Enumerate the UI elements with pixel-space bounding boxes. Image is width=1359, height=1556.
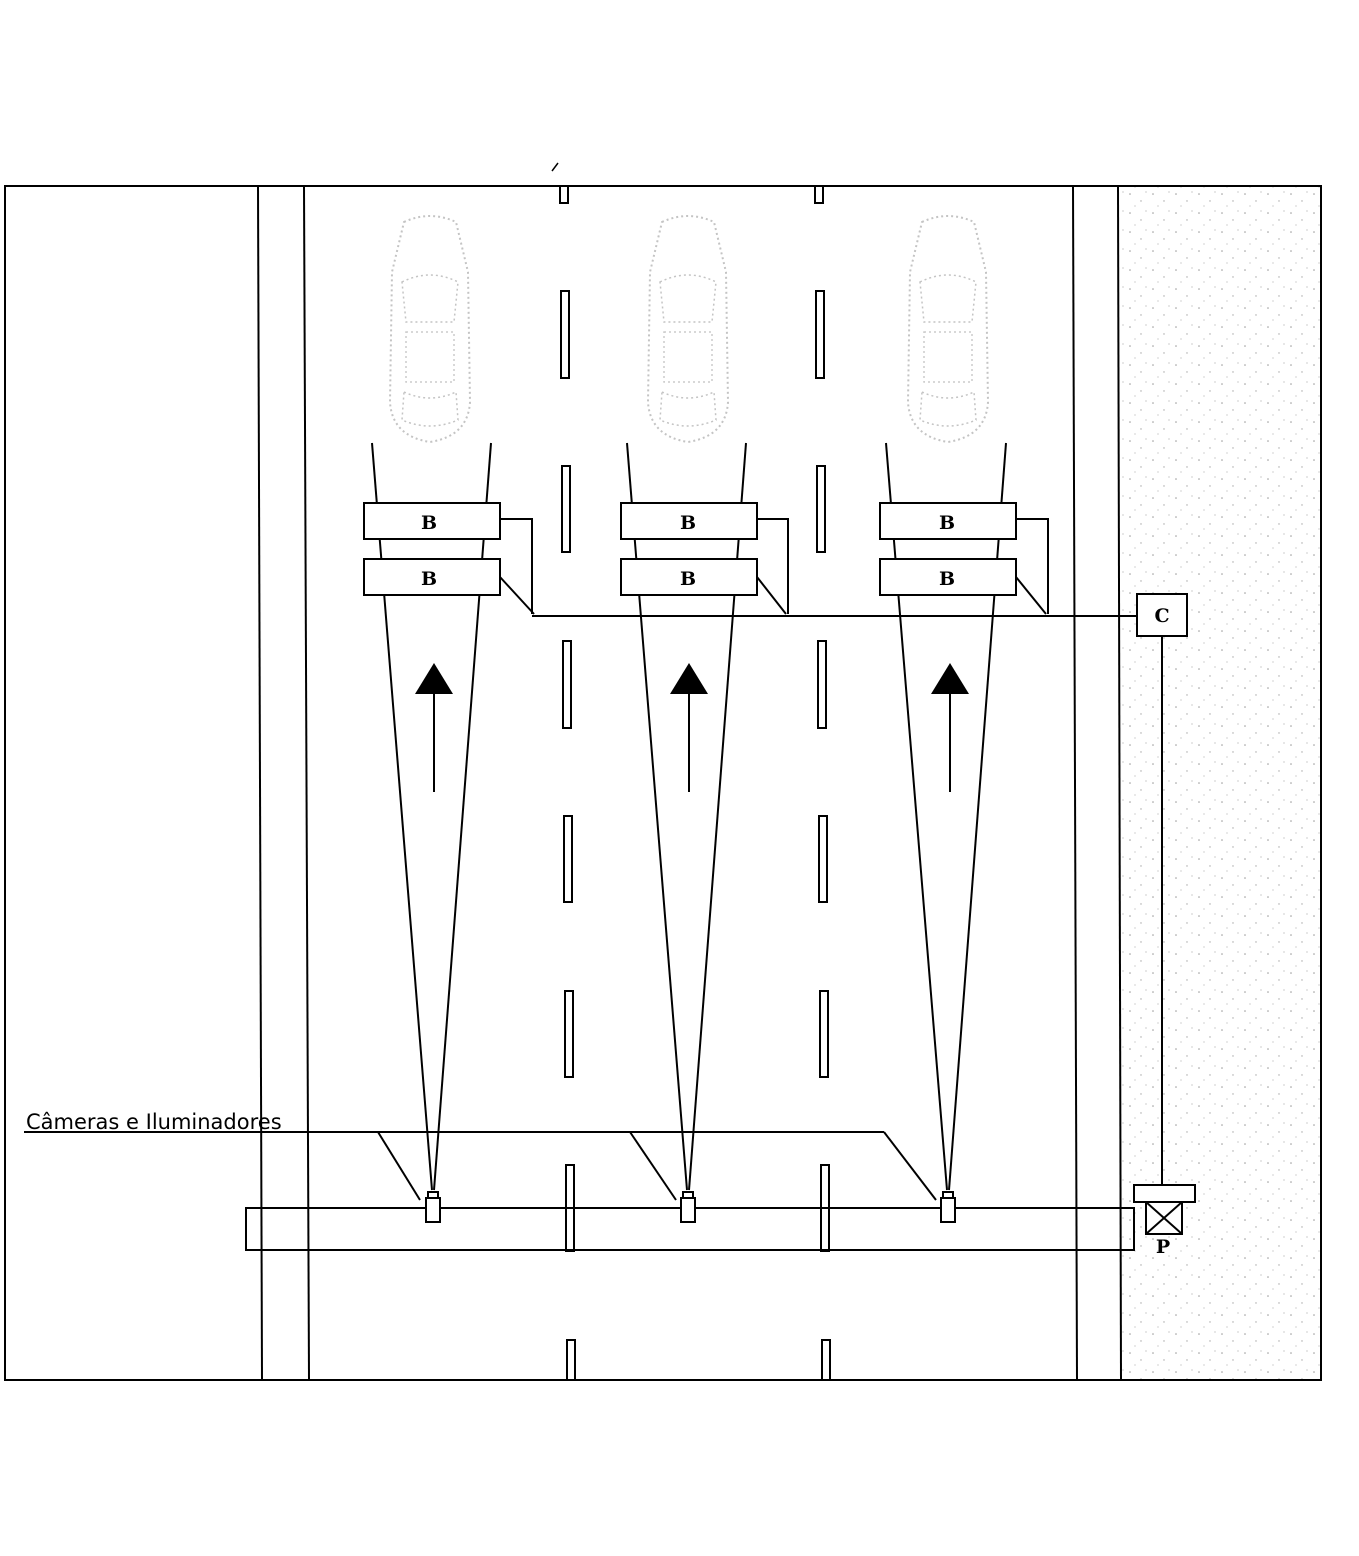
loop-label-lane-1-top: B <box>421 512 437 534</box>
camera-lane-2 <box>680 1191 696 1223</box>
loop-label-lane-1-bottom: B <box>421 568 437 590</box>
cameras <box>425 1191 956 1223</box>
car-lane-3 <box>907 215 989 443</box>
direction-arrow-lane-1 <box>415 663 453 792</box>
loop-box-lane-3-top <box>879 502 1017 540</box>
camera-lane-1 <box>425 1191 441 1223</box>
lane-divider-left <box>559 185 576 1381</box>
pole-cap <box>1133 1184 1196 1203</box>
left-shoulder-line <box>257 185 263 1381</box>
loop-detectors <box>363 502 1017 596</box>
direction-arrow-lane-3 <box>931 663 969 792</box>
loop-box-lane-2-top <box>620 502 758 540</box>
loop-box-lane-1-top <box>363 502 501 540</box>
loop-label-lane-3-top: B <box>939 512 955 534</box>
sidewalk <box>1120 185 1322 1381</box>
camera-view-cones <box>371 442 1007 1191</box>
loop-box-lane-2-bottom <box>620 558 758 596</box>
left-road-edge <box>303 185 310 1381</box>
diagram-frame <box>4 185 1322 1381</box>
right-road-edge <box>1072 185 1078 1381</box>
lane-divider-right <box>814 185 831 1381</box>
loop-label-lane-3-bottom: B <box>939 568 955 590</box>
loop-label-lane-2-bottom: B <box>680 568 696 590</box>
caption-leaders <box>24 1131 937 1201</box>
loop-wiring <box>499 518 1137 617</box>
camera-lane-3 <box>940 1191 956 1223</box>
right-curb-line <box>1117 185 1122 1381</box>
cameras-caption: Câmeras e Iluminadores <box>26 1110 282 1134</box>
pole-label: P <box>1156 1236 1170 1258</box>
direction-arrow-lane-2 <box>670 663 708 792</box>
controller-label: C <box>1154 605 1169 627</box>
stray-mark <box>551 162 559 172</box>
pole-box <box>1145 1201 1183 1235</box>
loop-label-lane-2-top: B <box>680 512 696 534</box>
loop-box-lane-3-bottom <box>879 558 1017 596</box>
car-lane-1 <box>389 215 471 443</box>
direction-arrows <box>415 663 969 792</box>
car-lane-2 <box>647 215 729 443</box>
